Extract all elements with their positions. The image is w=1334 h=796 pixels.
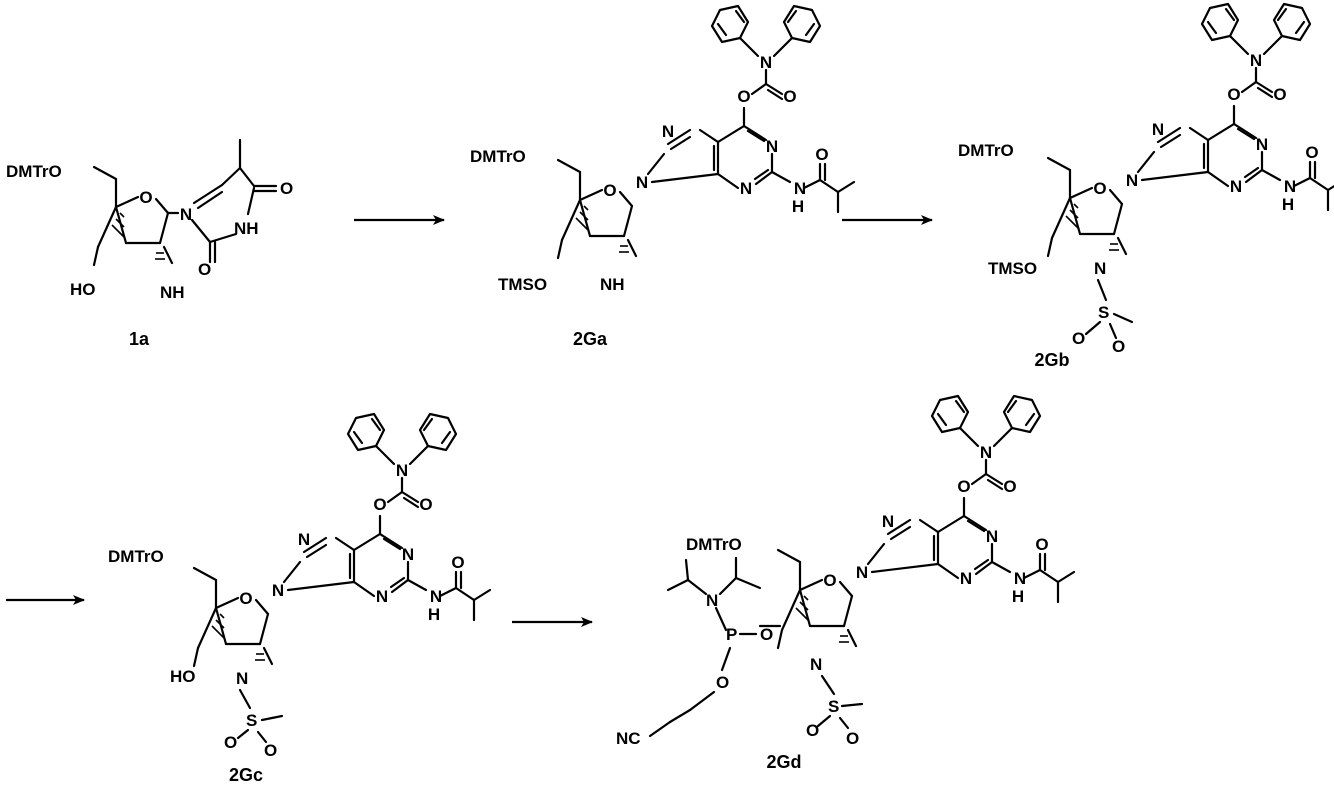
ho-label: HO: [170, 667, 196, 686]
sulfonyl-o2: O: [846, 729, 859, 748]
compound-label-2Gc: 2Gc: [229, 765, 263, 785]
ho-label: HO: [70, 280, 96, 299]
sulfonyl-o2: O: [264, 741, 277, 760]
phosphorus: P: [726, 625, 737, 644]
thymine-o2: O: [198, 260, 211, 279]
compound-2Gc: DMTrO HO N S O O 2Gc: [108, 414, 490, 785]
nitrile-label: NC: [616, 729, 641, 748]
thymine-o4: O: [280, 179, 293, 198]
dmtro-label: DMTrO: [108, 547, 164, 566]
compound-label-2Gd: 2Gd: [766, 752, 801, 772]
sulfonyl-o1: O: [1072, 329, 1085, 348]
sulfur: S: [828, 697, 839, 716]
sulfur: S: [246, 711, 257, 730]
sulfur: S: [1098, 303, 1109, 322]
dmtro-label: DMTrO: [6, 162, 62, 181]
compound-2Ga: DMTrO TMSO NH 2Ga: [470, 6, 854, 349]
sulfonamide-n: N: [810, 655, 822, 674]
dmtro-label: DMTrO: [686, 535, 742, 554]
compound-label-2Gb: 2Gb: [1034, 350, 1069, 370]
thymine-n1: N: [180, 205, 192, 224]
sulfonamide-n: N: [236, 669, 248, 688]
sulfonyl-o2: O: [1112, 337, 1125, 356]
dmtro-label: DMTrO: [958, 141, 1014, 160]
compound-label-2Ga: 2Ga: [573, 329, 608, 349]
sulfonyl-o1: O: [806, 721, 819, 740]
dmtro-label: DMTrO: [470, 147, 526, 166]
atom-o3-prime: O: [760, 625, 773, 644]
compound-2Gd: DMTrO O P N O NC N S O O 2Gd: [616, 396, 1074, 772]
thymine-nh: NH: [234, 219, 259, 238]
sulfonamide-n: N: [1094, 259, 1106, 278]
compound-2Gb: DMTrO TMSO N S O O 2Gb: [958, 4, 1334, 370]
nh-label: NH: [160, 283, 185, 302]
atom-o-cyanoethyl: O: [716, 673, 729, 692]
amine-n: N: [706, 591, 718, 610]
compound-1a: DMTrO HO NH N O NH O 1a: [6, 140, 293, 349]
tmso-label: TMSO: [988, 259, 1037, 278]
compound-label-1a: 1a: [129, 329, 150, 349]
nh-label: NH: [600, 275, 625, 294]
tmso-label: TMSO: [498, 275, 547, 294]
sulfonyl-o1: O: [224, 733, 237, 752]
